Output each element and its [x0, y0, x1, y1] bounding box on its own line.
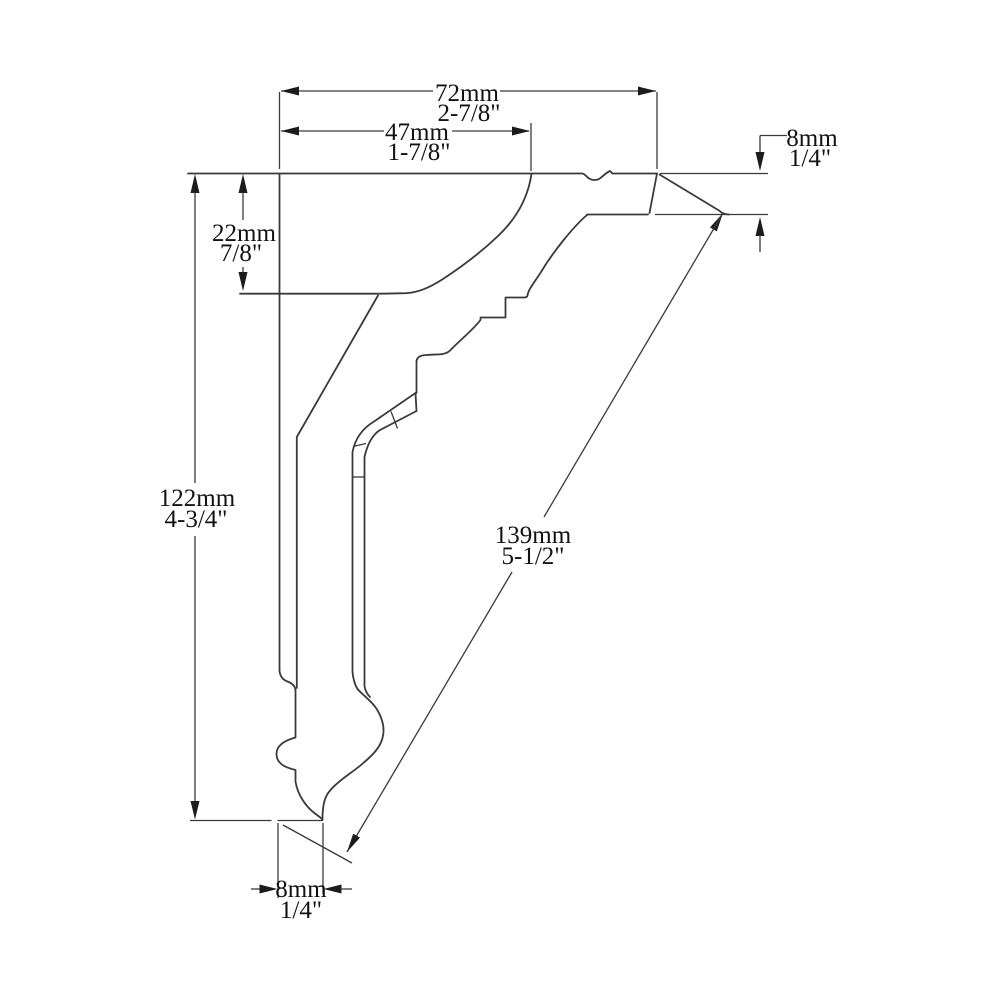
- dimension-overall-width: 72mm 2-7/8": [278, 80, 658, 169]
- wall-face-line: [275, 172, 324, 821]
- shell-band-tick-1: [390, 411, 399, 429]
- dimension-overall-height: 122mm 4-3/4": [159, 174, 323, 822]
- arrow-down: [238, 272, 248, 291]
- top-surface-line: [187, 170, 658, 181]
- dim-top-drop-mm: 22mm: [212, 220, 276, 247]
- dim-height-in: 4-3/4": [165, 506, 228, 533]
- dimension-top-flat-width: 47mm 1-7/8": [281, 119, 532, 171]
- hollow-back-line: [295, 294, 379, 689]
- dim-face-length-mm: 139mm: [495, 522, 572, 549]
- arrow-right: [512, 126, 530, 136]
- arrow-left: [281, 126, 299, 136]
- dim-top-edge-in: 1/4": [789, 145, 831, 172]
- dimension-top-drop: 22mm 7/8": [212, 174, 276, 291]
- shell-band-cap-line: [414, 392, 418, 412]
- dim-bottom-edge-in: 1/4": [280, 897, 322, 924]
- dim-face-length-in: 5-1/2": [502, 543, 565, 570]
- dim-overall-width-in: 2-7/8": [438, 100, 501, 127]
- molding-profile: [187, 170, 768, 821]
- front-face-upper-sweep: [239, 173, 533, 295]
- arrow-down: [190, 801, 200, 820]
- dim-top-edge-mm: 8mm: [786, 125, 838, 152]
- dim-overall-width-mm: 72mm: [435, 80, 499, 107]
- bottom-cut-extension-line: [282, 824, 353, 864]
- arrow-right: [638, 86, 656, 96]
- dimension-line: [346, 571, 513, 853]
- arrow-right-pointing: [259, 884, 278, 894]
- dim-bottom-edge-mm: 8mm: [275, 876, 327, 903]
- dimension-face-length: 139mm 5-1/2": [282, 212, 724, 864]
- shell-band-inner-line: [363, 410, 418, 698]
- arrow-up: [755, 217, 765, 236]
- dimension-bottom-edge-thickness: 8mm 1/4": [251, 823, 352, 924]
- arrow-left-pointing: [323, 884, 342, 894]
- dim-top-flat-mm: 47mm: [385, 119, 449, 146]
- shell-band-tick-2: [352, 442, 367, 448]
- arrow-left: [281, 86, 299, 96]
- right-edge-line: [648, 172, 658, 214]
- arrow-up: [238, 174, 248, 193]
- bottom-ogee-line: [321, 688, 385, 821]
- top-bevel-line: [658, 173, 730, 216]
- dimension-top-edge-thickness: 8mm 1/4": [755, 125, 838, 252]
- dimension-line: [543, 212, 724, 518]
- dim-top-drop-in: 7/8": [220, 240, 262, 267]
- arrow-down: [755, 152, 765, 171]
- shell-band-outer-line: [351, 392, 417, 690]
- dim-top-flat-in: 1-7/8": [388, 139, 451, 166]
- front-face-steps: [415, 214, 588, 394]
- dim-height-mm: 122mm: [159, 485, 236, 512]
- arrow-up: [190, 174, 200, 193]
- arrow-lower: [347, 833, 360, 852]
